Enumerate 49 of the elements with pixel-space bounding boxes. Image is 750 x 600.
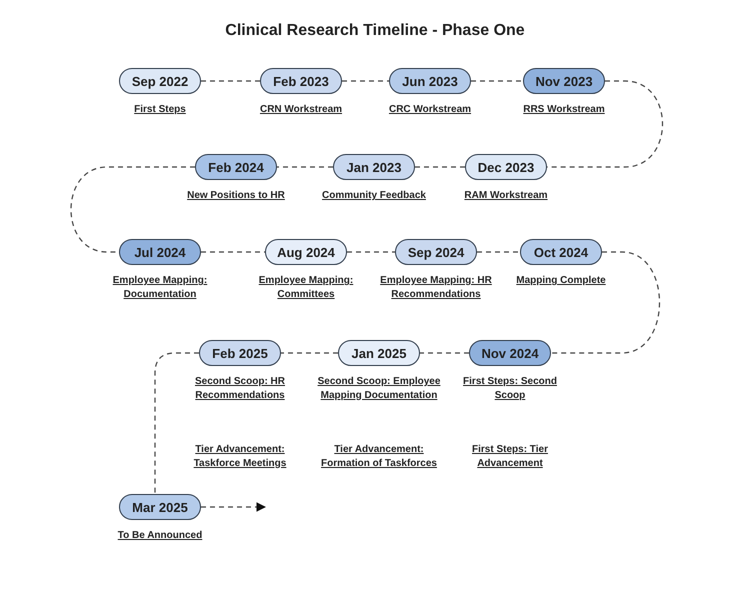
milestone-label: To Be Announced — [116, 529, 204, 542]
milestone-label: Tier Advancement: Formation of Taskforces — [320, 443, 438, 470]
date-pill: Jan 2025 — [338, 340, 420, 366]
milestone-label: Employee Mapping: HR Recommendations — [379, 274, 493, 301]
date-pill: Oct 2024 — [520, 239, 602, 265]
date-pill: Dec 2023 — [465, 154, 547, 180]
connector — [471, 80, 523, 82]
connector — [70, 166, 195, 253]
connector — [547, 80, 664, 168]
milestone-label: Tier Advancement: Taskforce Meetings — [192, 443, 288, 470]
milestone-label: Employee Mapping: Documentation — [112, 274, 208, 301]
milestone-label: CRN Workstream — [258, 103, 344, 116]
milestone-label: Employee Mapping: Committees — [258, 274, 354, 301]
connector — [281, 352, 338, 354]
connector — [347, 251, 395, 253]
connector — [277, 166, 333, 168]
title: Clinical Research Timeline - Phase One — [224, 22, 526, 40]
date-pill: Nov 2024 — [469, 340, 551, 366]
milestone-label: New Positions to HR — [186, 189, 286, 202]
date-pill: Jul 2024 — [119, 239, 201, 265]
connector — [551, 251, 660, 354]
milestone-label: RRS Workstream — [522, 103, 606, 116]
connector — [342, 80, 389, 82]
milestone-label: Community Feedback — [321, 189, 427, 202]
date-pill: Feb 2023 — [260, 68, 342, 94]
date-pill: Sep 2022 — [119, 68, 201, 94]
milestone-label: Mapping Complete — [515, 274, 607, 288]
connector — [477, 251, 520, 253]
date-pill: Mar 2025 — [119, 494, 201, 520]
date-pill: Sep 2024 — [395, 239, 477, 265]
connector — [201, 502, 266, 512]
connector — [154, 352, 199, 494]
connector — [201, 80, 260, 82]
date-pill: Jan 2023 — [333, 154, 415, 180]
milestone-label: Second Scoop: HR Recommendations — [194, 375, 286, 402]
milestone-label: First Steps — [133, 103, 187, 116]
date-pill: Aug 2024 — [265, 239, 347, 265]
connector — [420, 352, 469, 354]
milestone-label: CRC Workstream — [388, 103, 472, 116]
connector — [415, 166, 465, 168]
milestone-label: Second Scoop: Employee Mapping Documentation — [317, 375, 441, 402]
milestone-label: RAM Workstream — [463, 189, 549, 202]
date-pill: Feb 2024 — [195, 154, 277, 180]
date-pill: Feb 2025 — [199, 340, 281, 366]
date-pill: Nov 2023 — [523, 68, 605, 94]
milestone-label: First Steps: Second Scoop — [462, 375, 558, 402]
date-pill: Jun 2023 — [389, 68, 471, 94]
connector — [201, 251, 265, 253]
milestone-label: First Steps: Tier Advancement — [471, 443, 549, 470]
